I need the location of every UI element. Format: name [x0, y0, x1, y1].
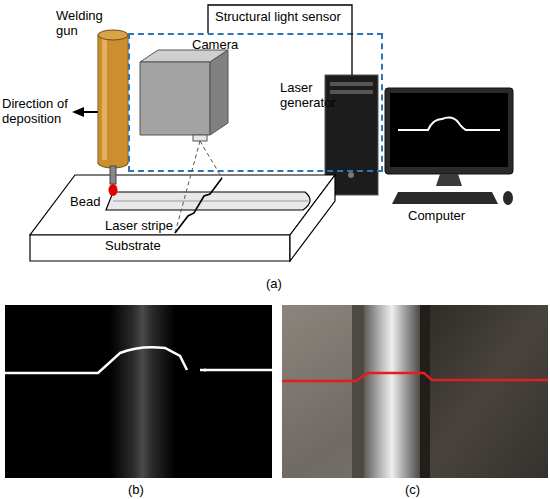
annotation-label: Direction of deposition: [2, 96, 74, 126]
annotation-label: Bead: [70, 194, 110, 209]
slab-top: [30, 175, 335, 235]
cyl-outline: [98, 30, 128, 168]
camera-lens: [193, 135, 207, 141]
edge-label: Structural light sensor: [215, 9, 355, 24]
node-label: Laser generator: [280, 80, 355, 110]
gun-highlight: [102, 38, 107, 160]
drive-bay: [330, 90, 373, 94]
bead-edge: [352, 305, 366, 478]
direction-arrow: [82, 111, 98, 113]
welding-gun: Welding gun: [98, 30, 128, 168]
panel-b-image: [5, 305, 272, 478]
slab-side: [290, 175, 335, 261]
computer: Computer: [320, 75, 520, 225]
laser-profile-line: [5, 347, 272, 373]
direction-arrowhead: [72, 107, 84, 117]
gun-fill: [99, 35, 128, 163]
node-label: Computer: [408, 208, 498, 223]
panel-c-image: [282, 305, 548, 478]
camera-side: [210, 50, 228, 135]
red-laser-line: [282, 373, 548, 381]
annotation-label: (a): [266, 276, 296, 291]
monitor-screen: [390, 93, 508, 167]
annotation-label: (c): [405, 482, 435, 497]
profile-curve: [398, 118, 500, 130]
laser-fan-line: [200, 141, 222, 178]
node-label: Substrate: [105, 238, 205, 253]
monitor-frame: [385, 88, 513, 174]
camera-front: [140, 62, 210, 135]
monitor-stand: [436, 174, 462, 186]
speck: [204, 369, 207, 372]
gun-body: [98, 35, 128, 163]
bead-edge: [420, 305, 430, 478]
annotation-label: (b): [128, 482, 158, 497]
slab-front: [30, 235, 290, 261]
bead-shadow-band: [110, 305, 175, 478]
node-label: Welding gun: [56, 8, 111, 38]
power-button: [348, 172, 354, 178]
mouse: [503, 191, 513, 205]
gun-top: [98, 30, 128, 40]
drive-bay: [330, 82, 373, 86]
annotation-label: Laser stripe: [105, 218, 185, 233]
slab-outline: [30, 170, 335, 262]
node-label: Camera: [192, 37, 262, 52]
dark-substrate: [420, 305, 548, 478]
sensor-box: CameraLaser generator: [128, 33, 383, 172]
substrate-plate: Substrate: [30, 170, 335, 262]
keyboard: [392, 192, 498, 204]
weld-bead-photo: [364, 305, 420, 478]
